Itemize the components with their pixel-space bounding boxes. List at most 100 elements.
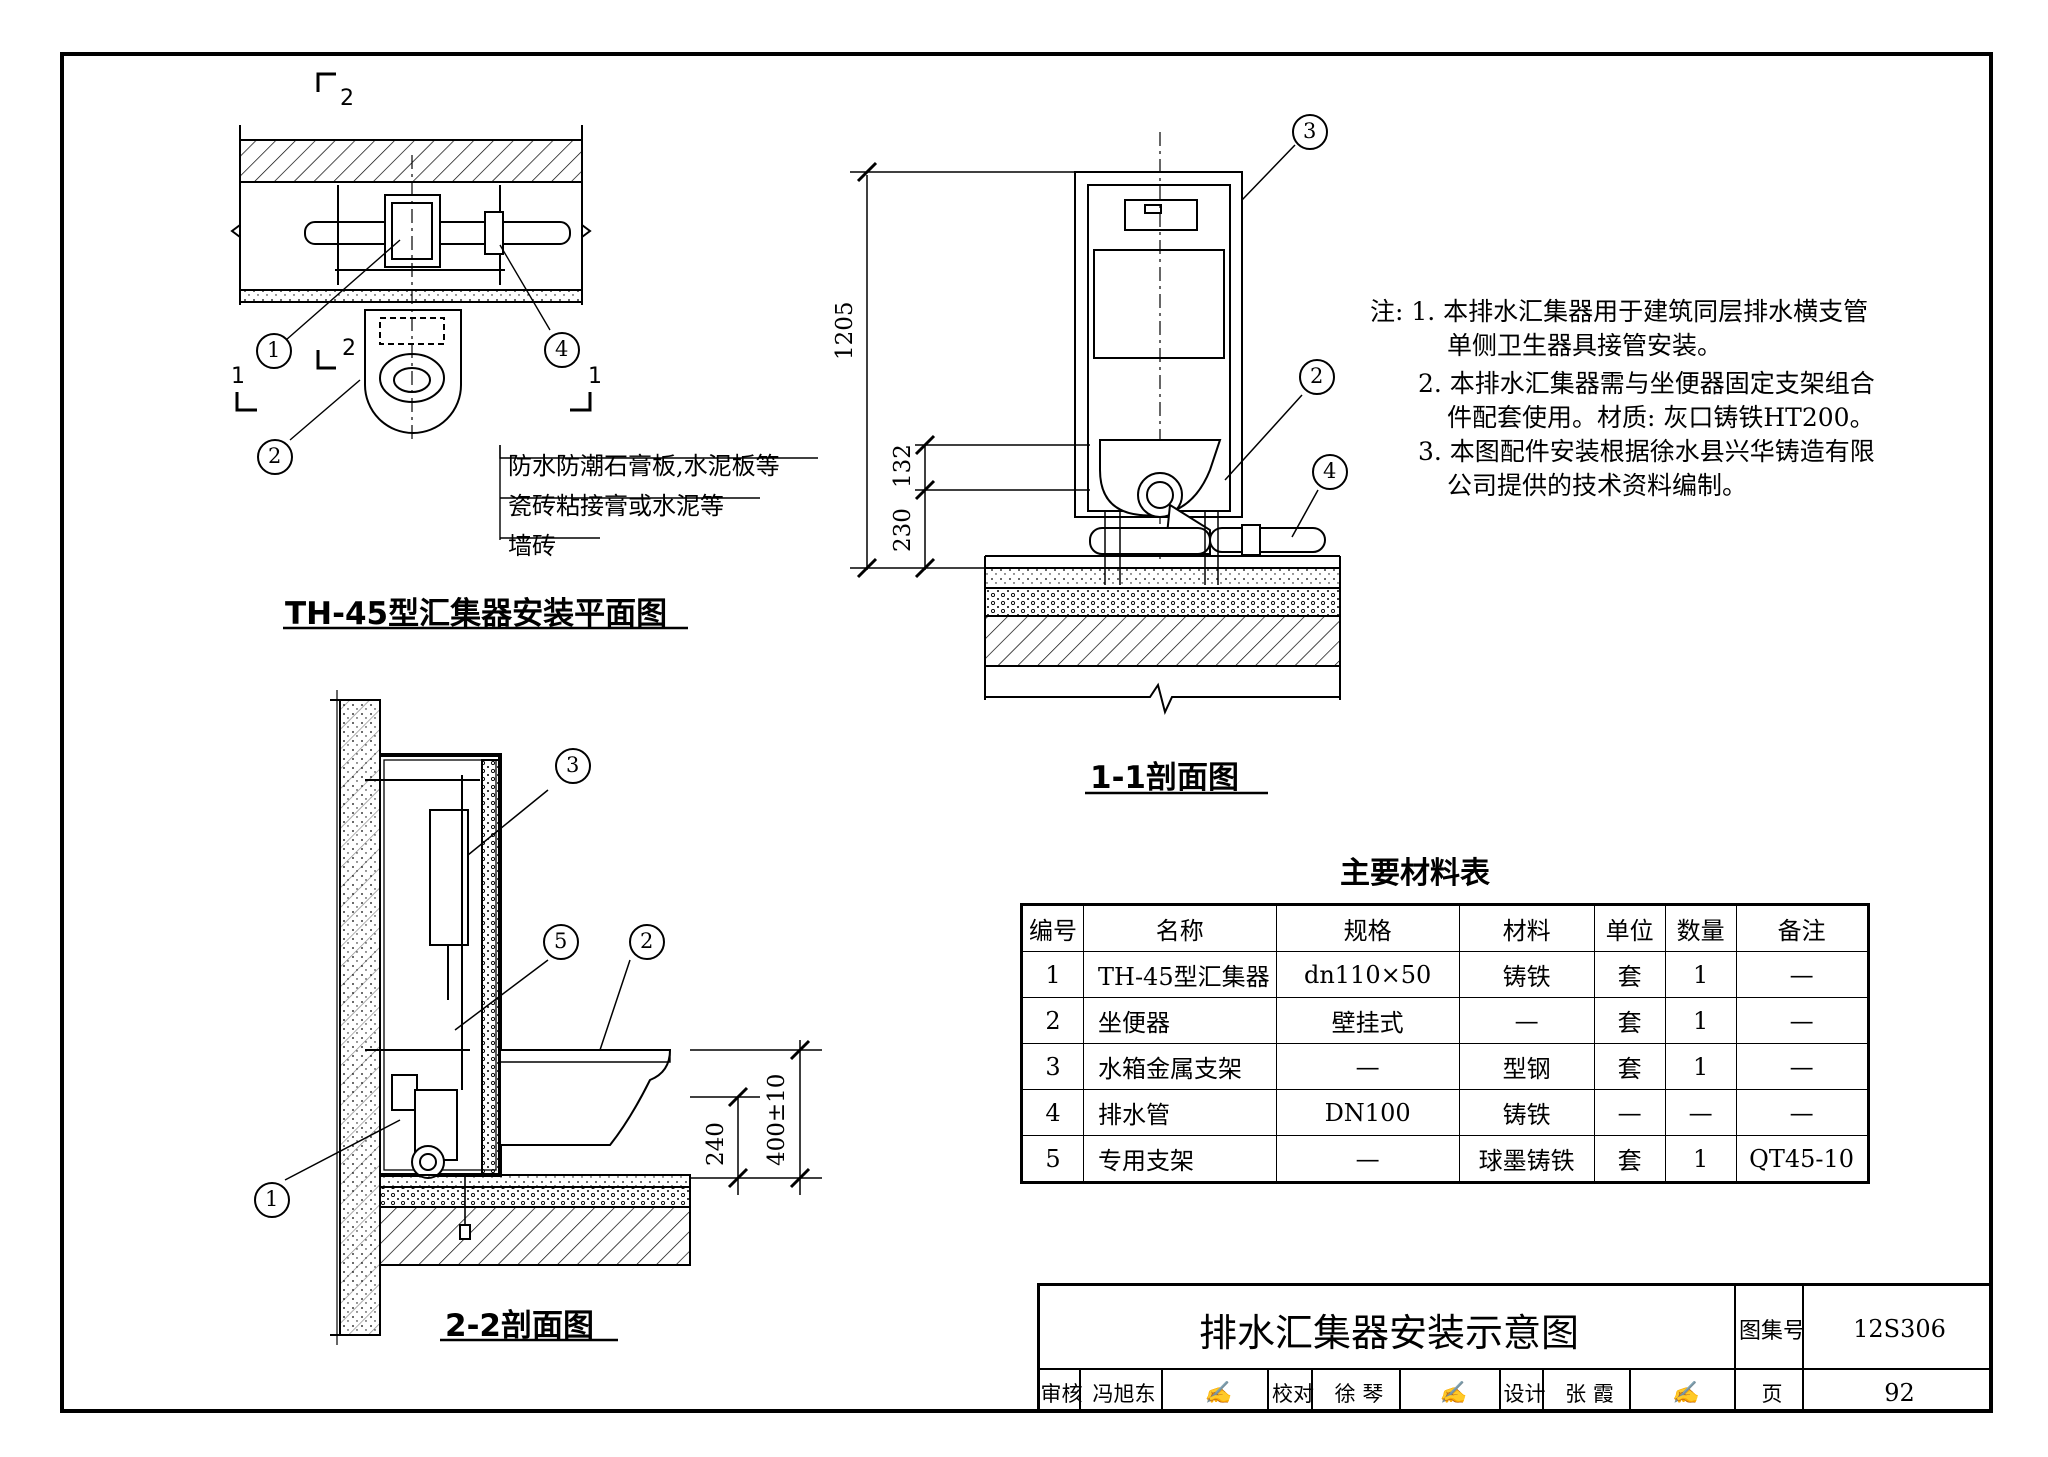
plan-view-drawing [230,72,818,630]
note-line-4: 件配套使用。材质: 灰口铸铁HT200。 [1447,403,1875,432]
drawing-frame [60,52,1993,1413]
cell: — [1458,997,1595,1044]
header-no: 编号 [1021,904,1084,952]
dim-1205: 1205 [832,301,858,360]
cell: 2 [1021,997,1084,1044]
cell: — [1664,1089,1737,1136]
reviewer-name: 冯旭东 [1092,1381,1156,1406]
cell: 排水管 [1083,1089,1277,1136]
note-line-2: 单侧卫生器具接管安装。 [1447,331,1723,360]
cell: 1 [1664,1135,1737,1183]
title-block-lines [1037,1283,1993,1413]
callout-4-label-s11: 4 [1323,459,1337,483]
cell: 套 [1593,997,1666,1044]
table-row: 4 排水管 DN100 铸铁 — — — [1021,1089,1869,1136]
table-header-row: 编号 名称 规格 材料 单位 数量 备注 [1021,904,1869,952]
title-block: 排水汇集器安装示意图 图集号 12S306 审核 冯旭东 ✍ 校对 徐 琴 ✍ … [1037,1283,1993,1413]
callout-5-label-s22: 5 [554,929,568,953]
table-row: 3 水箱金属支架 — 型钢 套 1 — [1021,1043,1869,1090]
cell: 1 [1021,951,1084,998]
design-label: 设计 [1503,1381,1546,1406]
layer-label-1: 防水防潮石膏板,水泥板等 [508,452,780,480]
cell: 1 [1664,997,1737,1044]
cell: 水箱金属支架 [1083,1043,1277,1090]
atlas-number: 12S306 [1853,1315,1946,1343]
cell: — [1275,1043,1460,1090]
callout-4-label: 4 [555,337,569,361]
cell: — [1593,1089,1666,1136]
cell: 铸铁 [1458,951,1595,998]
cell: 型钢 [1458,1043,1595,1090]
header-unit: 单位 [1593,904,1666,952]
cell: — [1735,1089,1869,1136]
table-row: 5 专用支架 — 球墨铸铁 套 1 QT45-10 [1021,1135,1869,1183]
check-label: 校对 [1272,1381,1314,1406]
atlas-label: 图集号 [1738,1319,1805,1344]
callout-2-label-s22: 2 [640,929,654,953]
note-line-5: 3. 本图配件安装根据徐水县兴华铸造有限 [1418,437,1875,466]
callout-2-label: 2 [268,444,282,468]
checker-signature: ✍ [1439,1379,1467,1406]
table-row: 2 坐便器 壁挂式 — 套 1 — [1021,997,1869,1044]
callout-1-label-s22: 1 [265,1187,279,1211]
cell: — [1735,997,1869,1044]
cell: 4 [1021,1089,1084,1136]
cell: 1 [1664,951,1737,998]
header-qty: 数量 [1664,904,1737,952]
cell: 铸铁 [1458,1089,1595,1136]
cell: 套 [1593,951,1666,998]
cell: TH-45型汇集器 [1083,951,1277,998]
designer-name: 张 霞 [1565,1381,1614,1406]
cell: 套 [1593,1043,1666,1090]
callout-3-label-s11: 3 [1303,119,1317,143]
header-material: 材料 [1458,904,1595,952]
cell: DN100 [1275,1089,1460,1136]
cell: 球墨铸铁 [1458,1135,1595,1183]
cell: 1 [1664,1043,1737,1090]
callout-3-label-s22: 3 [566,753,580,777]
section-mark-1-left: 1 [231,364,245,389]
checker-name: 徐 琴 [1334,1381,1384,1406]
cell: 坐便器 [1083,997,1277,1044]
section-mark-2-bottom: 2 [342,336,356,361]
callout-circles [254,114,1348,1218]
cell: 5 [1021,1135,1084,1183]
review-label: 审核 [1040,1381,1083,1406]
cell: 套 [1593,1135,1666,1183]
drawing-title: 排水汇集器安装示意图 [1198,1310,1579,1355]
dim-240: 240 [703,1122,729,1166]
cell: — [1735,1043,1869,1090]
cell: dn110×50 [1275,951,1460,998]
note-line-3: 2. 本排水汇集器需与坐便器固定支架组合 [1418,369,1875,398]
section-1-1-title: 1-1剖面图 [1090,760,1240,796]
note-line-1: 注: 1. 本排水汇集器用于建筑同层排水横支管 [1370,297,1869,326]
dim-132: 132 [890,444,916,488]
layer-label-3: 墙砖 [508,532,556,560]
dim-230: 230 [890,508,916,552]
cell: 壁挂式 [1275,997,1460,1044]
cell: — [1735,951,1869,998]
section-1-1-drawing [850,132,1341,795]
cell: QT45-10 [1735,1135,1869,1183]
plan-view-title: TH-45型汇集器安装平面图 [285,596,668,632]
section-mark-2-top: 2 [340,86,354,111]
header-remark: 备注 [1735,904,1869,952]
page-label: 页 [1761,1381,1783,1406]
dim-400: 400±10 [764,1073,790,1166]
section-2-2-drawing [284,690,822,1345]
section-2-2-title: 2-2剖面图 [445,1308,595,1344]
note-line-6: 公司提供的技术资料编制。 [1447,471,1748,500]
material-table: 编号 名称 规格 材料 单位 数量 备注 1 TH-45型汇集器 dn110×5… [1020,903,1870,1184]
callout-1-label: 1 [267,338,281,362]
reviewer-signature: ✍ [1204,1379,1232,1406]
header-name: 名称 [1083,904,1277,952]
page-number: 92 [1884,1378,1915,1407]
material-table-title: 主要材料表 [1340,856,1490,891]
header-spec: 规格 [1275,904,1460,952]
designer-signature: ✍ [1671,1379,1700,1406]
cell: — [1275,1135,1460,1183]
cell: 3 [1021,1043,1084,1090]
section-mark-1-right: 1 [588,364,602,389]
cell: 专用支架 [1083,1135,1277,1183]
